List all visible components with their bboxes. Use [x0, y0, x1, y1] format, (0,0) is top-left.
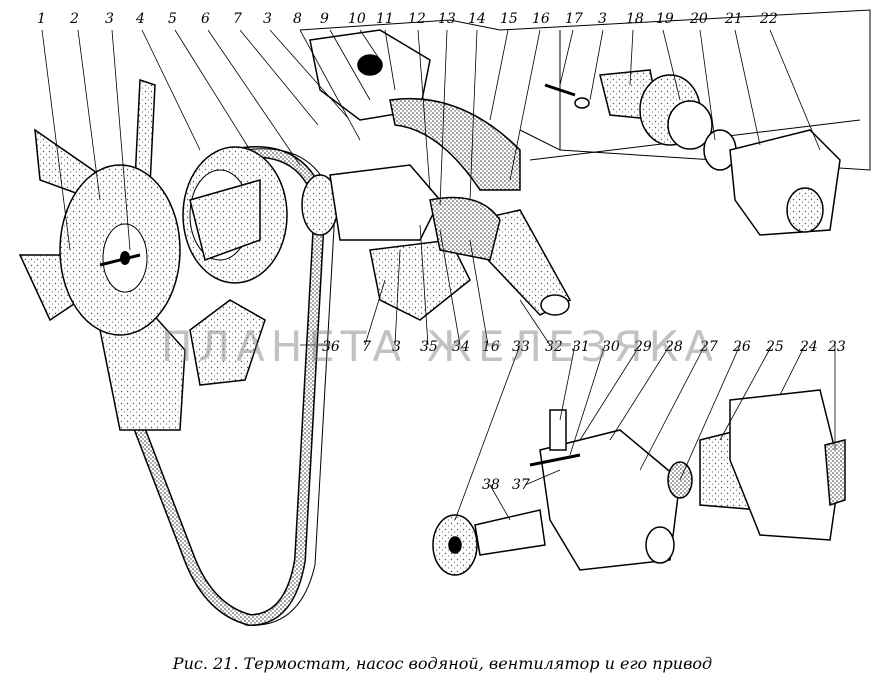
- figure-caption: Рис. 21. Термостат, насос водяной, венти…: [172, 654, 713, 673]
- thermostat-housing-upper: [309, 29, 521, 261]
- part-label-12: 12: [408, 11, 426, 27]
- thermostat-exploded: [544, 69, 841, 236]
- part-label-24: 24: [800, 339, 818, 355]
- part-label-3: 3: [105, 11, 114, 27]
- part-label-13: 13: [438, 11, 456, 27]
- part-label-2: 2: [70, 11, 79, 27]
- part-label-3: 3: [598, 11, 607, 27]
- part-label-5: 5: [168, 11, 177, 27]
- part-label-16: 16: [482, 339, 500, 355]
- part-label-22: 22: [760, 11, 778, 27]
- part-label-1: 1: [37, 11, 46, 27]
- part-label-14: 14: [468, 11, 486, 27]
- part-label-30: 30: [602, 339, 620, 355]
- part-label-6: 6: [201, 11, 210, 27]
- part-label-4: 4: [136, 11, 145, 27]
- part-label-38: 38: [482, 477, 500, 493]
- part-label-23: 23: [828, 339, 846, 355]
- fan-hub: [59, 164, 181, 336]
- part-label-7: 7: [233, 11, 242, 27]
- part-label-7: 7: [362, 339, 371, 355]
- part-label-28: 28: [665, 339, 683, 355]
- part-label-33: 33: [512, 339, 530, 355]
- part-label-10: 10: [348, 11, 366, 27]
- leader-lines: [41, 29, 836, 521]
- fan-blades: [18, 78, 266, 431]
- part-label-21: 21: [725, 11, 743, 27]
- part-label-27: 27: [700, 339, 718, 355]
- part-label-26: 26: [733, 339, 751, 355]
- part-label-3: 3: [392, 339, 401, 355]
- part-label-29: 29: [634, 339, 652, 355]
- water-pump-exploded: [432, 389, 846, 576]
- water-pump-assembly: [301, 164, 572, 321]
- part-label-37: 37: [512, 477, 530, 493]
- part-label-9: 9: [320, 11, 329, 27]
- part-label-35: 35: [420, 339, 438, 355]
- part-label-25: 25: [766, 339, 784, 355]
- part-label-36: 36: [322, 339, 340, 355]
- part-label-11: 11: [376, 11, 394, 27]
- part-label-34: 34: [452, 339, 470, 355]
- part-label-31: 31: [572, 339, 590, 355]
- part-label-19: 19: [656, 11, 674, 27]
- part-label-8: 8: [293, 11, 302, 27]
- part-label-18: 18: [626, 11, 644, 27]
- part-label-20: 20: [690, 11, 708, 27]
- part-label-16: 16: [532, 11, 550, 27]
- part-label-17: 17: [565, 11, 583, 27]
- part-label-3: 3: [263, 11, 272, 27]
- part-label-15: 15: [500, 11, 518, 27]
- part-label-32: 32: [545, 339, 563, 355]
